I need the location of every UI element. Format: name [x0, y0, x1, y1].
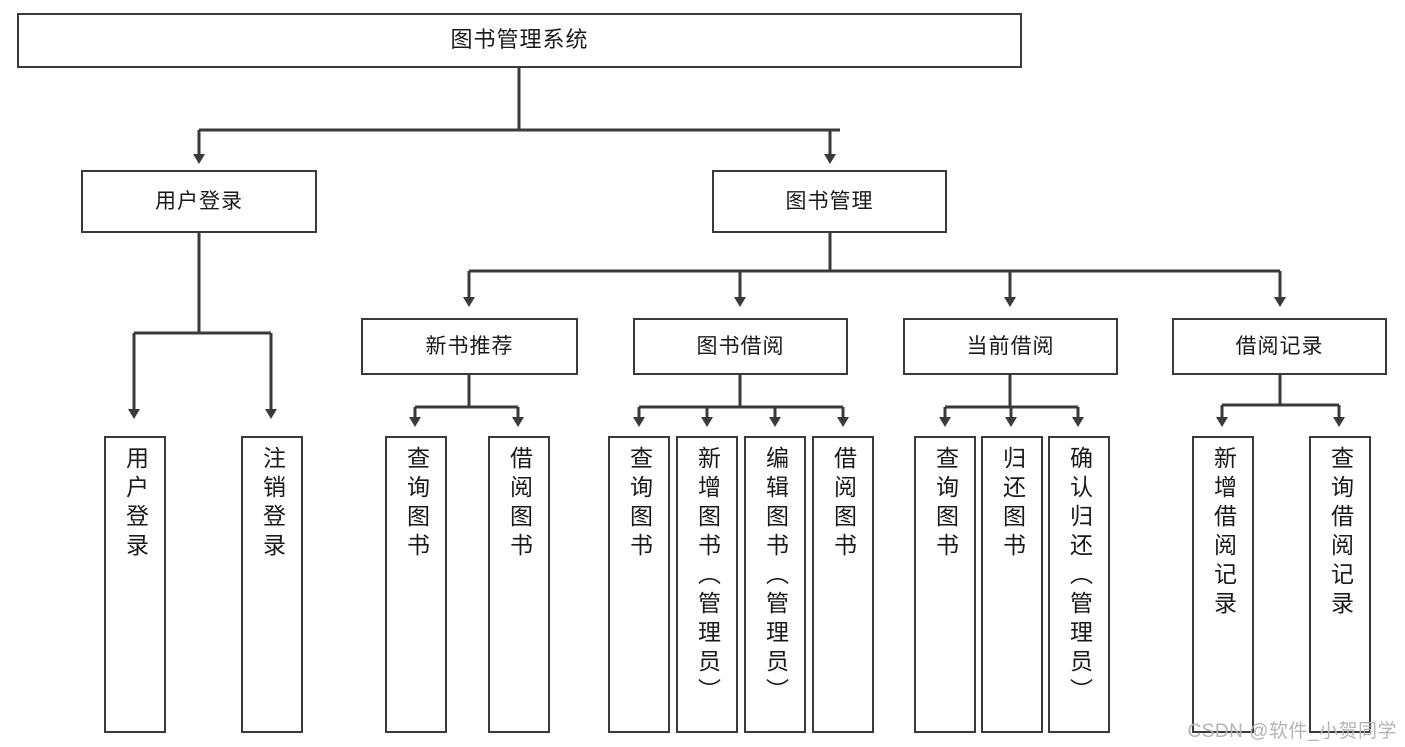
leaf-label: 归还图书 [999, 446, 1026, 562]
leaf-book-borrow-3[interactable]: 借阅图书 [812, 436, 874, 733]
leaf-current-borrow-2[interactable]: 确认归还（管理员） [1048, 436, 1110, 733]
leaf-label: 新增图书（管理员） [694, 446, 721, 707]
leaf-current-borrow-0[interactable]: 查询图书 [914, 436, 976, 733]
leaf-label: 查询借阅记录 [1327, 446, 1354, 620]
leaf-label: 新增借阅记录 [1210, 446, 1237, 620]
node-book-borrow-label: 图书借阅 [696, 334, 785, 358]
node-user-login[interactable]: 用户登录 [81, 170, 317, 233]
leaf-borrow-record-1[interactable]: 查询借阅记录 [1309, 436, 1371, 733]
leaf-label: 借阅图书 [506, 446, 533, 562]
node-new-book-recommend[interactable]: 新书推荐 [361, 318, 578, 375]
node-current-borrow[interactable]: 当前借阅 [903, 318, 1118, 375]
watermark: CSDN @软件_小贺同学 [1187, 721, 1397, 742]
leaf-user-login-1[interactable]: 注销登录 [241, 436, 303, 733]
leaf-label: 借阅图书 [830, 446, 857, 562]
leaf-current-borrow-1[interactable]: 归还图书 [981, 436, 1043, 733]
node-book-management-label: 图书管理 [785, 189, 874, 213]
node-user-login-label: 用户登录 [155, 189, 243, 213]
leaf-book-borrow-1[interactable]: 新增图书（管理员） [676, 436, 738, 733]
node-new-book-recommend-label: 新书推荐 [425, 334, 514, 358]
leaf-label: 查询图书 [932, 446, 959, 562]
leaf-label: 确认归还（管理员） [1066, 446, 1093, 707]
node-book-borrow[interactable]: 图书借阅 [633, 318, 848, 375]
node-book-management[interactable]: 图书管理 [712, 170, 947, 233]
leaf-label: 查询图书 [626, 446, 653, 562]
node-root[interactable]: 图书管理系统 [17, 13, 1022, 68]
node-current-borrow-label: 当前借阅 [966, 334, 1055, 358]
leaf-new-book-recommend-1[interactable]: 借阅图书 [488, 436, 550, 733]
node-root-label: 图书管理系统 [450, 27, 589, 53]
leaf-book-borrow-2[interactable]: 编辑图书（管理员） [744, 436, 806, 733]
node-borrow-record-label: 借阅记录 [1235, 334, 1324, 358]
leaf-label: 用户登录 [122, 446, 149, 562]
leaf-label: 注销登录 [259, 446, 286, 562]
leaf-new-book-recommend-0[interactable]: 查询图书 [385, 436, 447, 733]
node-borrow-record[interactable]: 借阅记录 [1172, 318, 1387, 375]
leaf-user-login-0[interactable]: 用户登录 [104, 436, 166, 733]
leaf-label: 编辑图书（管理员） [762, 446, 789, 707]
leaf-label: 查询图书 [403, 446, 430, 562]
leaf-book-borrow-0[interactable]: 查询图书 [608, 436, 670, 733]
leaf-borrow-record-0[interactable]: 新增借阅记录 [1192, 436, 1254, 733]
